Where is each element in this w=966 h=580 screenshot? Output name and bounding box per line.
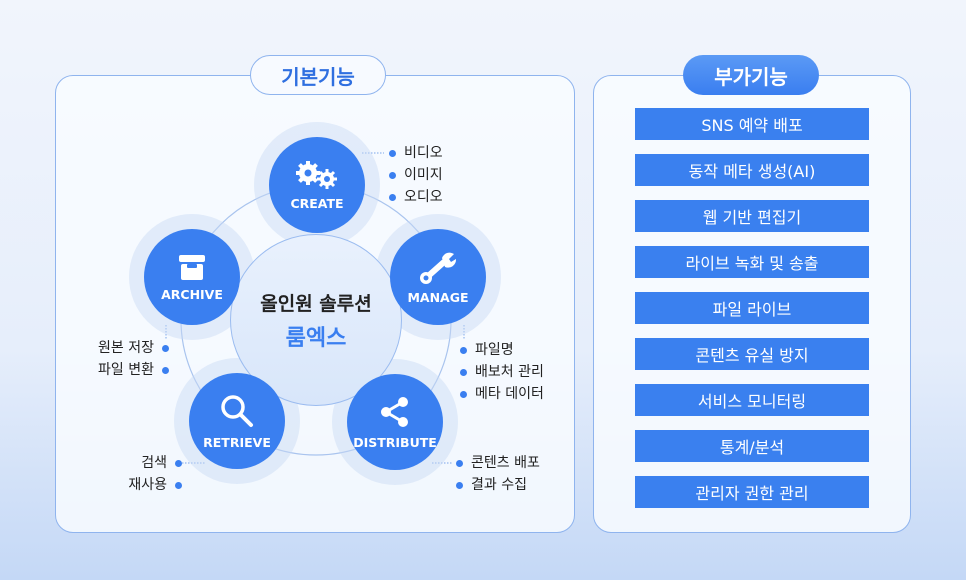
basic-features-title: 기본기능 bbox=[250, 55, 386, 95]
list-item: 이미지 bbox=[389, 164, 443, 186]
feature-monitoring: 서비스 모니터링 bbox=[635, 384, 869, 416]
node-retrieve-label: RETRIEVE bbox=[203, 434, 271, 450]
feature-file-live: 파일 라이브 bbox=[635, 292, 869, 324]
list-item: 검색 bbox=[128, 452, 182, 474]
manage-list: 파일명 배보처 관리 메타 데이터 bbox=[460, 339, 544, 405]
search-icon bbox=[221, 394, 253, 427]
feature-ai-meta: 동작 메타 생성(AI) bbox=[635, 154, 869, 186]
retrieve-list: 검색 재사용 bbox=[128, 452, 182, 496]
node-distribute-label: DISTRIBUTE bbox=[353, 434, 437, 450]
list-item: 파일 변환 bbox=[98, 359, 169, 381]
feature-sns-schedule: SNS 예약 배포 bbox=[635, 108, 869, 140]
feature-admin-permissions: 관리자 권한 관리 bbox=[635, 476, 869, 508]
list-item: 오디오 bbox=[389, 186, 443, 208]
node-archive-label: ARCHIVE bbox=[161, 286, 223, 302]
feature-web-editor: 웹 기반 편집기 bbox=[635, 200, 869, 232]
center-subtitle: 올인원 솔루션 bbox=[260, 292, 372, 315]
list-item: 메타 데이터 bbox=[460, 383, 544, 405]
list-item: 원본 저장 bbox=[98, 337, 169, 359]
create-list: 비디오 이미지 오디오 bbox=[389, 142, 443, 208]
list-item: 배보처 관리 bbox=[460, 361, 544, 383]
share-icon bbox=[381, 396, 408, 427]
feature-loss-prevention: 콘텐츠 유실 방지 bbox=[635, 338, 869, 370]
list-item: 파일명 bbox=[460, 339, 544, 361]
node-retrieve: RETRIEVE bbox=[189, 373, 285, 469]
list-item: 콘텐츠 배포 bbox=[456, 452, 540, 474]
list-item: 결과 수집 bbox=[456, 474, 540, 496]
feature-live-record: 라이브 녹화 및 송출 bbox=[635, 246, 869, 278]
node-create: CREATE bbox=[269, 137, 365, 233]
node-distribute: DISTRIBUTE bbox=[347, 374, 443, 470]
center-brand: 룸엑스 bbox=[285, 325, 347, 351]
gears-icon bbox=[296, 160, 337, 189]
node-create-label: CREATE bbox=[290, 195, 344, 211]
distribute-list: 콘텐츠 배포 결과 수집 bbox=[456, 452, 540, 496]
archive-box-icon bbox=[179, 254, 205, 280]
node-manage: MANAGE bbox=[390, 229, 486, 325]
node-archive: ARCHIVE bbox=[144, 229, 240, 325]
feature-statistics: 통계/분석 bbox=[635, 430, 869, 462]
additional-features-title: 부가기능 bbox=[683, 55, 819, 95]
wrench-icon bbox=[420, 252, 457, 284]
archive-list: 원본 저장 파일 변환 bbox=[98, 337, 169, 381]
node-manage-label: MANAGE bbox=[407, 289, 469, 305]
list-item: 재사용 bbox=[128, 474, 182, 496]
list-item: 비디오 bbox=[389, 142, 443, 164]
